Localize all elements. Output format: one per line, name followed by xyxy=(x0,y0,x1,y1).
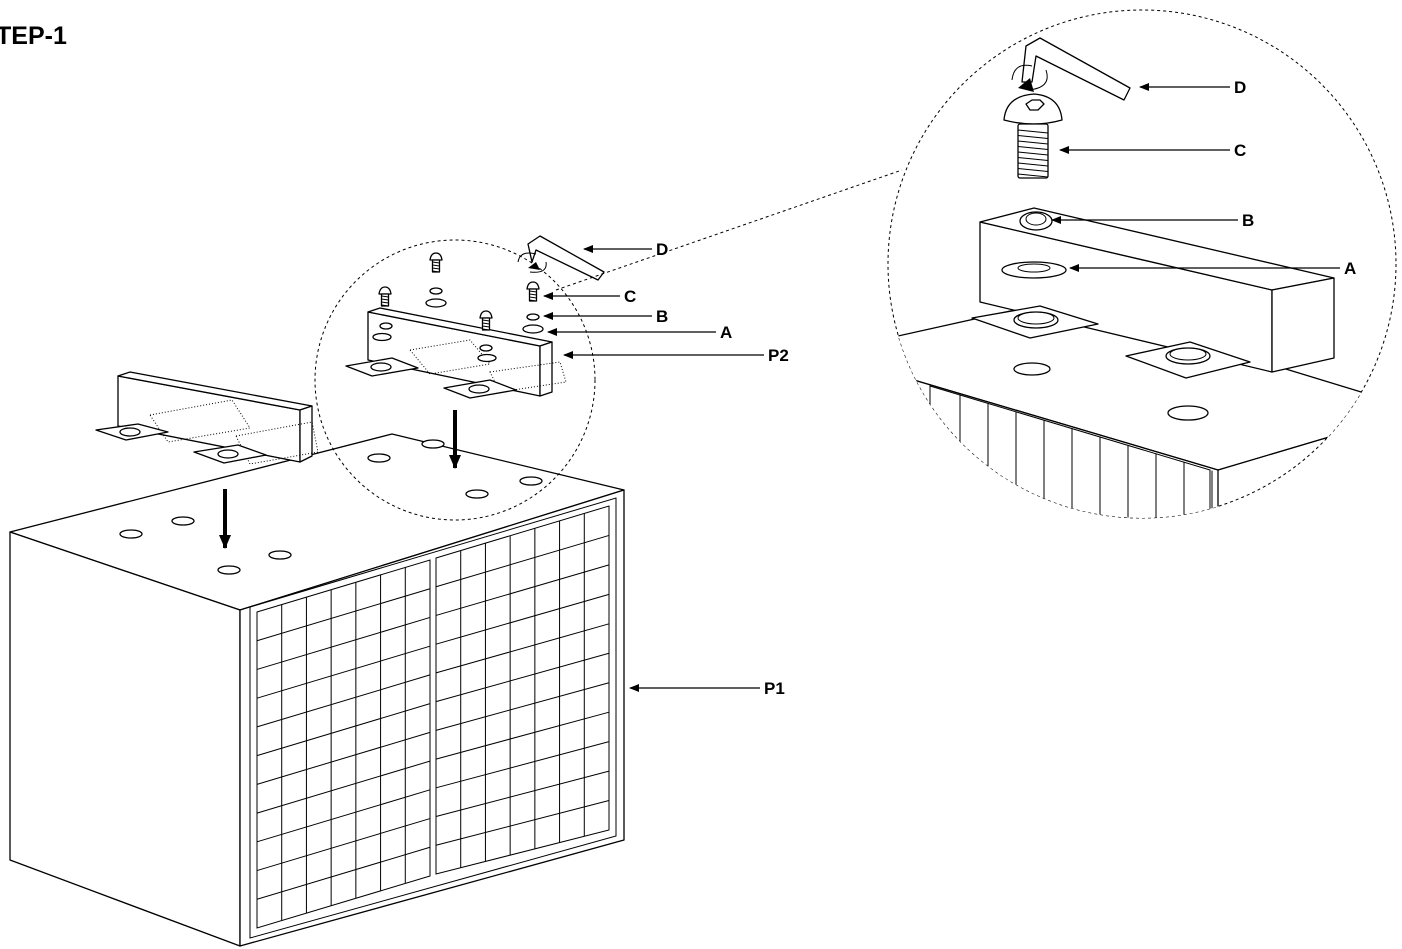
callouts-overview: D C B A P2 P1 xyxy=(543,240,789,698)
callout-p2: P2 xyxy=(768,346,789,365)
cell-grid-left xyxy=(256,567,431,921)
callout-c-overview: C xyxy=(624,287,636,306)
zoom-detail-circle xyxy=(887,9,1397,519)
callout-c-detail: C xyxy=(1234,141,1246,160)
callout-b-detail: B xyxy=(1242,211,1254,230)
battery-unit-p1 xyxy=(9,433,625,947)
overview-detail-circle xyxy=(314,235,605,521)
callout-a-detail: A xyxy=(1344,259,1356,278)
callout-a-overview: A xyxy=(720,323,732,342)
step-title: TEP-1 xyxy=(0,22,67,50)
callouts-detail: D C B A xyxy=(1051,78,1356,278)
connector-bar-left xyxy=(95,371,319,465)
callout-d-overview: D xyxy=(656,240,668,259)
callout-b-overview: B xyxy=(656,307,668,326)
callout-p1: P1 xyxy=(764,679,785,698)
cell-grid-right xyxy=(435,513,610,868)
callout-d-detail: D xyxy=(1234,78,1246,97)
